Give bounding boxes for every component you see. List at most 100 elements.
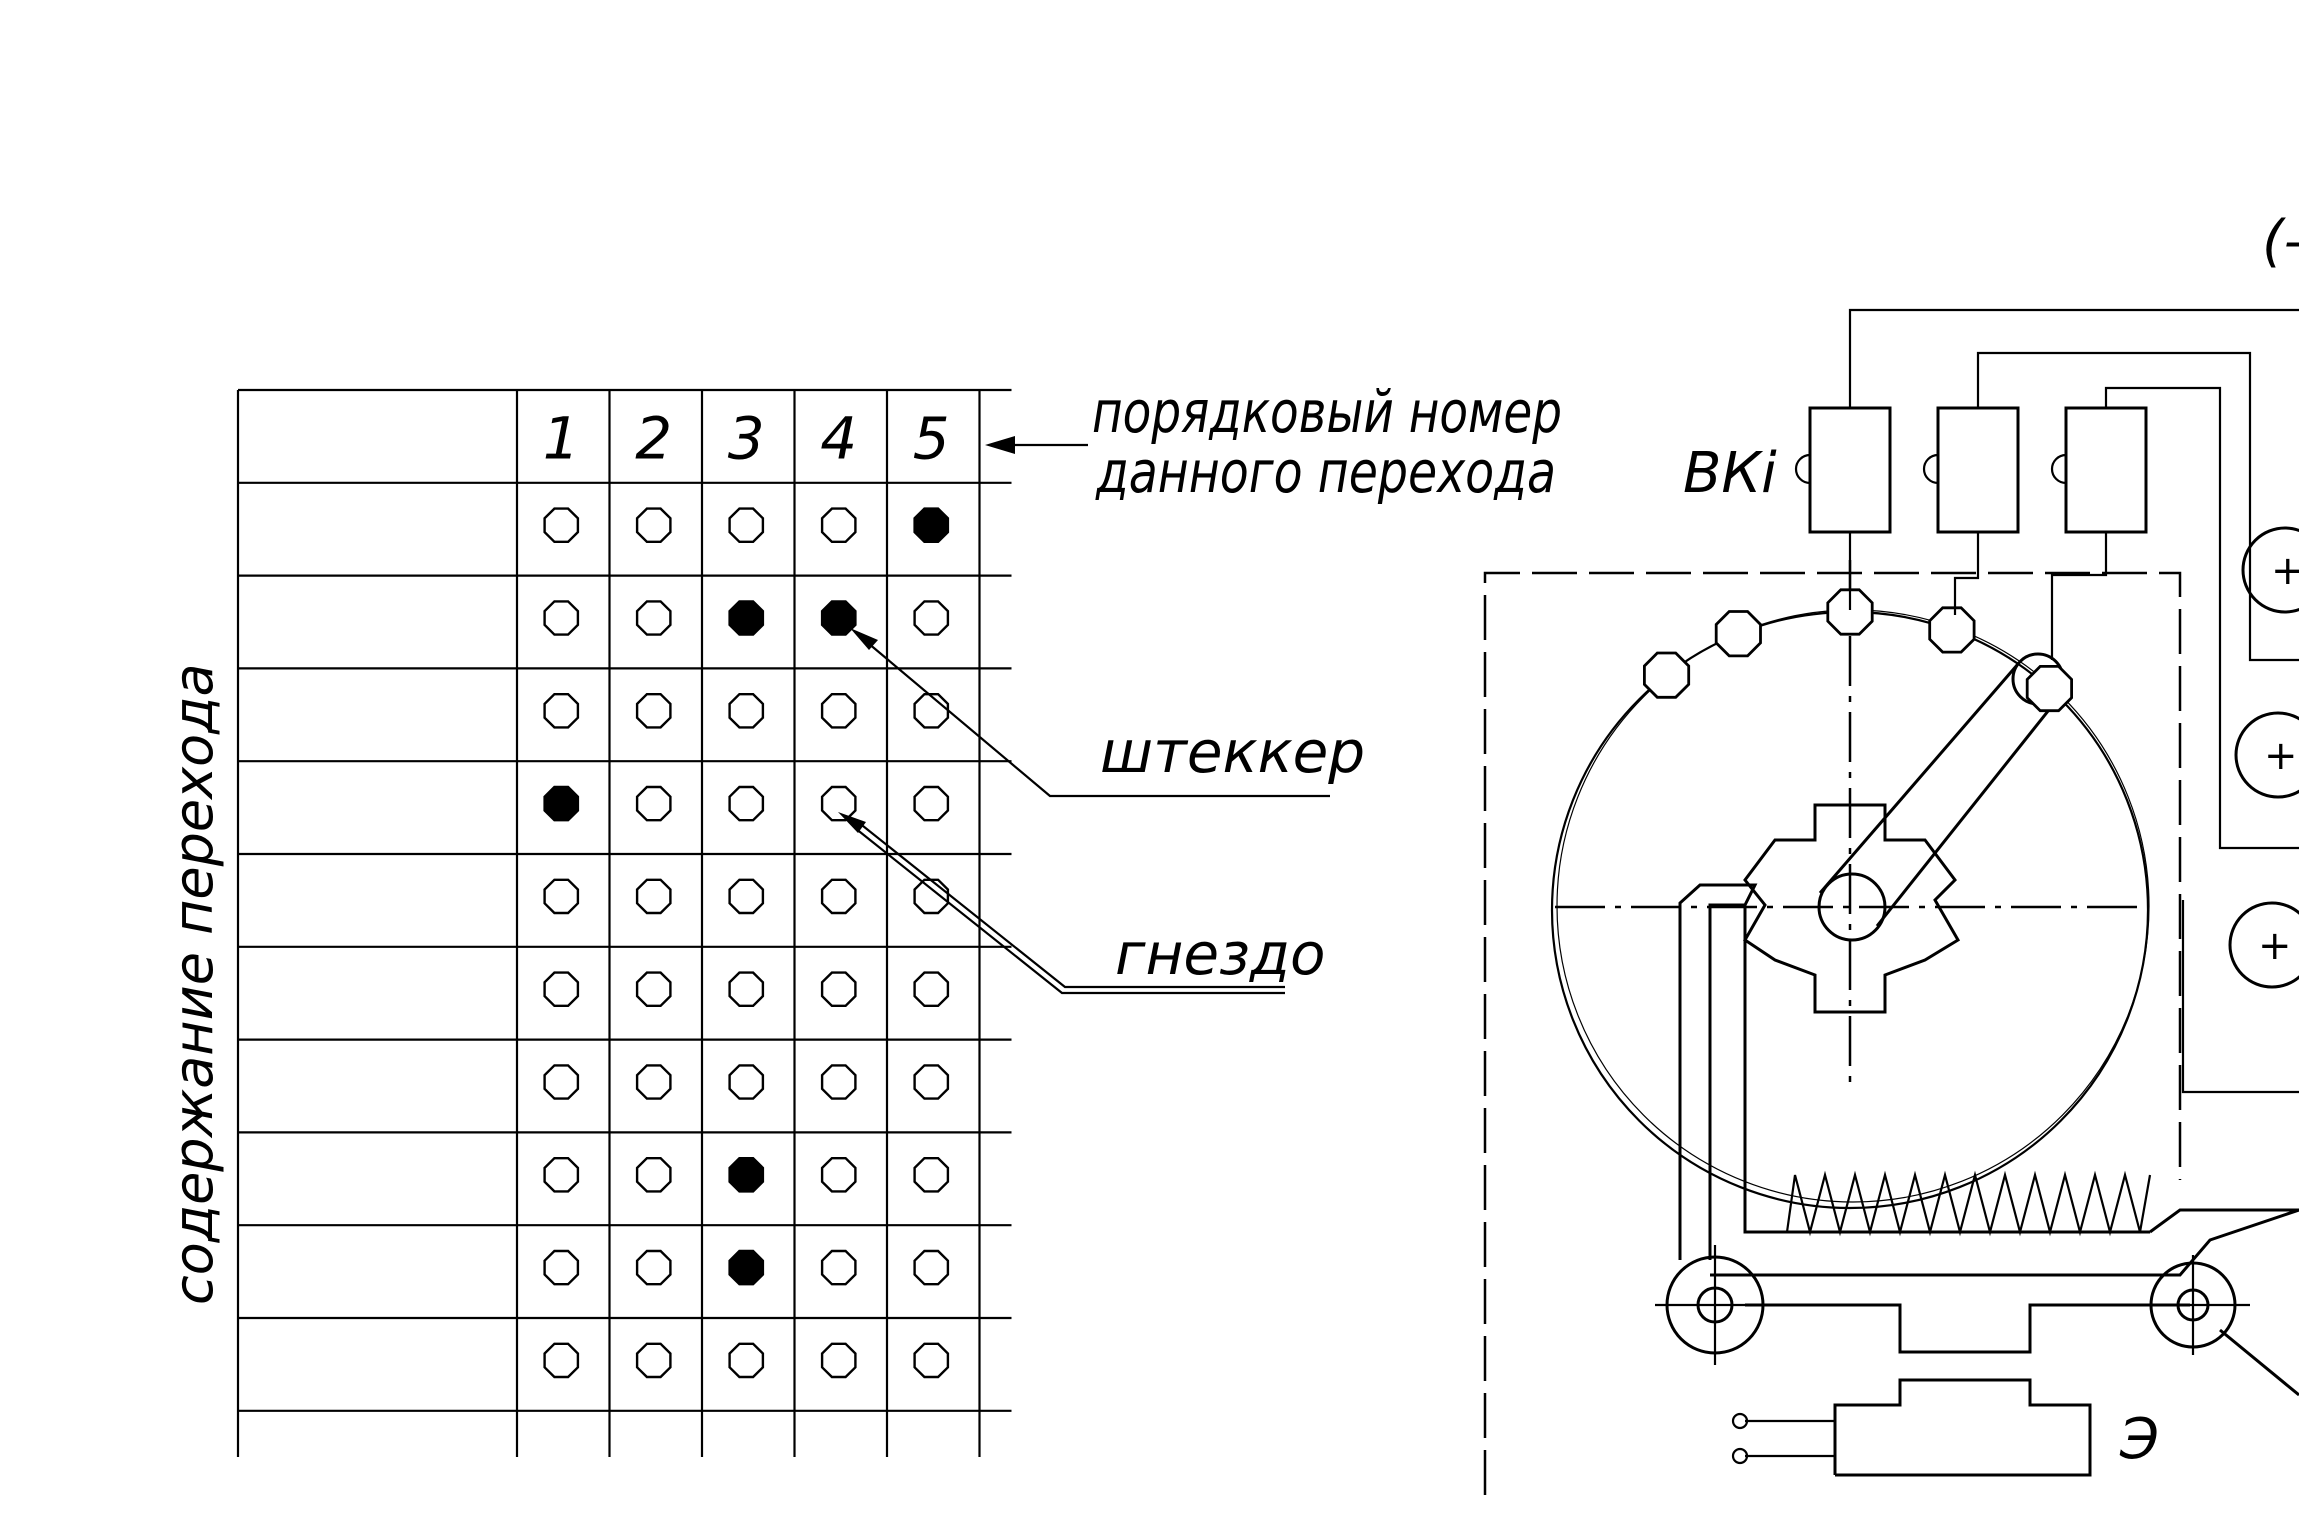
contact-stud <box>1928 606 1976 654</box>
matrix-plug <box>913 507 950 543</box>
matrix-socket <box>820 878 857 915</box>
matrix-socket <box>543 693 580 729</box>
content-of-step-label: содержание перехода <box>162 663 225 1305</box>
matrix-socket <box>913 785 950 822</box>
step-number-label-line2: данного перехода <box>1095 438 1556 506</box>
electromagnet-label: Э <box>2119 1407 2159 1472</box>
matrix-plug <box>728 600 765 636</box>
socket-annotation: гнездо <box>838 812 1326 995</box>
matrix-plug <box>543 785 580 822</box>
matrix-socket <box>728 971 765 1007</box>
matrix-socket <box>913 1064 950 1100</box>
matrix-plug <box>728 1249 765 1286</box>
top-right-fragment: (– <box>2262 209 2299 274</box>
matrix-socket <box>635 1064 672 1100</box>
contact-stud <box>1826 588 1874 636</box>
socket-leader-line <box>857 821 1285 989</box>
matrix-socket <box>728 785 765 822</box>
matrix-socket <box>913 878 950 915</box>
contact-stud <box>1714 610 1762 658</box>
plug-annotation: штеккер <box>850 628 1365 798</box>
matrix-socket <box>913 1342 950 1379</box>
matrix-socket <box>728 1064 765 1100</box>
column-number: 5 <box>913 404 950 472</box>
matrix-socket <box>543 600 580 636</box>
matrix-socket <box>913 1249 950 1286</box>
matrix-socket <box>913 600 950 636</box>
plug-arrowhead <box>850 628 878 650</box>
matrix-socket <box>635 693 672 729</box>
contact-arm-edge-a <box>1818 663 2020 894</box>
column-number: 4 <box>820 404 857 472</box>
matrix-socket <box>728 1342 765 1379</box>
switch-label: ВКi <box>1683 441 1777 506</box>
wire-1 <box>1848 308 2299 408</box>
matrix-socket <box>820 693 857 729</box>
switch-actuator <box>1794 453 1811 485</box>
matrix-socket <box>543 507 580 543</box>
plus-terminals: +++ <box>2228 526 2299 989</box>
plus-sign: + <box>2258 923 2292 969</box>
matrix-socket <box>635 878 672 915</box>
contact-stud <box>2025 665 2074 713</box>
wire-2 <box>1976 351 2299 662</box>
switch-box <box>2064 406 2148 534</box>
socket-label: гнездо <box>1115 920 1326 988</box>
column-number: 3 <box>728 404 765 472</box>
switch-box <box>1808 406 1892 534</box>
enclosure-dashed-outline <box>1483 571 2182 1495</box>
plus-terminal <box>2234 711 2299 799</box>
matrix-socket <box>635 600 672 636</box>
matrix-socket <box>635 1342 672 1379</box>
armature-bar-bottom <box>1745 1303 2190 1354</box>
plus-terminal <box>2241 526 2299 614</box>
electromagnet <box>1833 1378 2092 1477</box>
return-spring <box>1785 1170 2152 1237</box>
matrix-socket <box>543 878 580 915</box>
wire-switch2-to-stud <box>1953 532 1980 615</box>
ratchet-wheel <box>1743 803 1961 1014</box>
column-number: 2 <box>635 404 672 472</box>
matrix-socket <box>820 1064 857 1100</box>
disc-hub <box>1817 872 1887 942</box>
matrix-socket <box>635 1156 672 1193</box>
matrix-sockets <box>543 507 950 1379</box>
matrix-socket <box>820 785 857 822</box>
step-number-arrowhead <box>985 436 1015 454</box>
armature-bar-top <box>1710 1208 2299 1277</box>
matrix-socket <box>543 1342 580 1379</box>
switch-actuator <box>1922 453 1939 485</box>
matrix-socket <box>635 785 672 822</box>
matrix-socket <box>728 693 765 729</box>
matrix-socket <box>913 693 950 729</box>
pawl-lever <box>1678 883 1758 1260</box>
matrix-socket <box>543 971 580 1007</box>
step-number-label-line1: порядковый номер <box>1092 378 1562 446</box>
plug-label: штеккер <box>1100 718 1365 786</box>
matrix-socket <box>820 507 857 543</box>
matrix-socket <box>913 1156 950 1193</box>
matrix-grid-lines <box>236 388 1012 1457</box>
step-number-annotation: порядковый номер данного перехода <box>985 378 1562 506</box>
matrix-socket <box>543 1156 580 1193</box>
plus-sign: + <box>2264 733 2298 779</box>
wire-to-right-terminal <box>2181 900 2299 1094</box>
matrix-socket <box>543 1249 580 1286</box>
wire-switch3-to-arm <box>2050 532 2108 660</box>
plug-leader-line <box>867 642 1330 798</box>
matrix-socket <box>635 971 672 1007</box>
matrix-socket <box>820 1249 857 1286</box>
matrix-socket <box>820 1156 857 1193</box>
matrix-socket <box>820 971 857 1007</box>
wire-3 <box>2104 386 2299 850</box>
matrix-plug <box>728 1156 765 1193</box>
matrix-socket <box>820 1342 857 1379</box>
matrix-socket <box>913 971 950 1007</box>
switches-VKi <box>1794 406 2148 534</box>
matrix-socket <box>543 1064 580 1100</box>
matrix-socket <box>728 878 765 915</box>
disc-contact-studs <box>1643 588 2074 713</box>
